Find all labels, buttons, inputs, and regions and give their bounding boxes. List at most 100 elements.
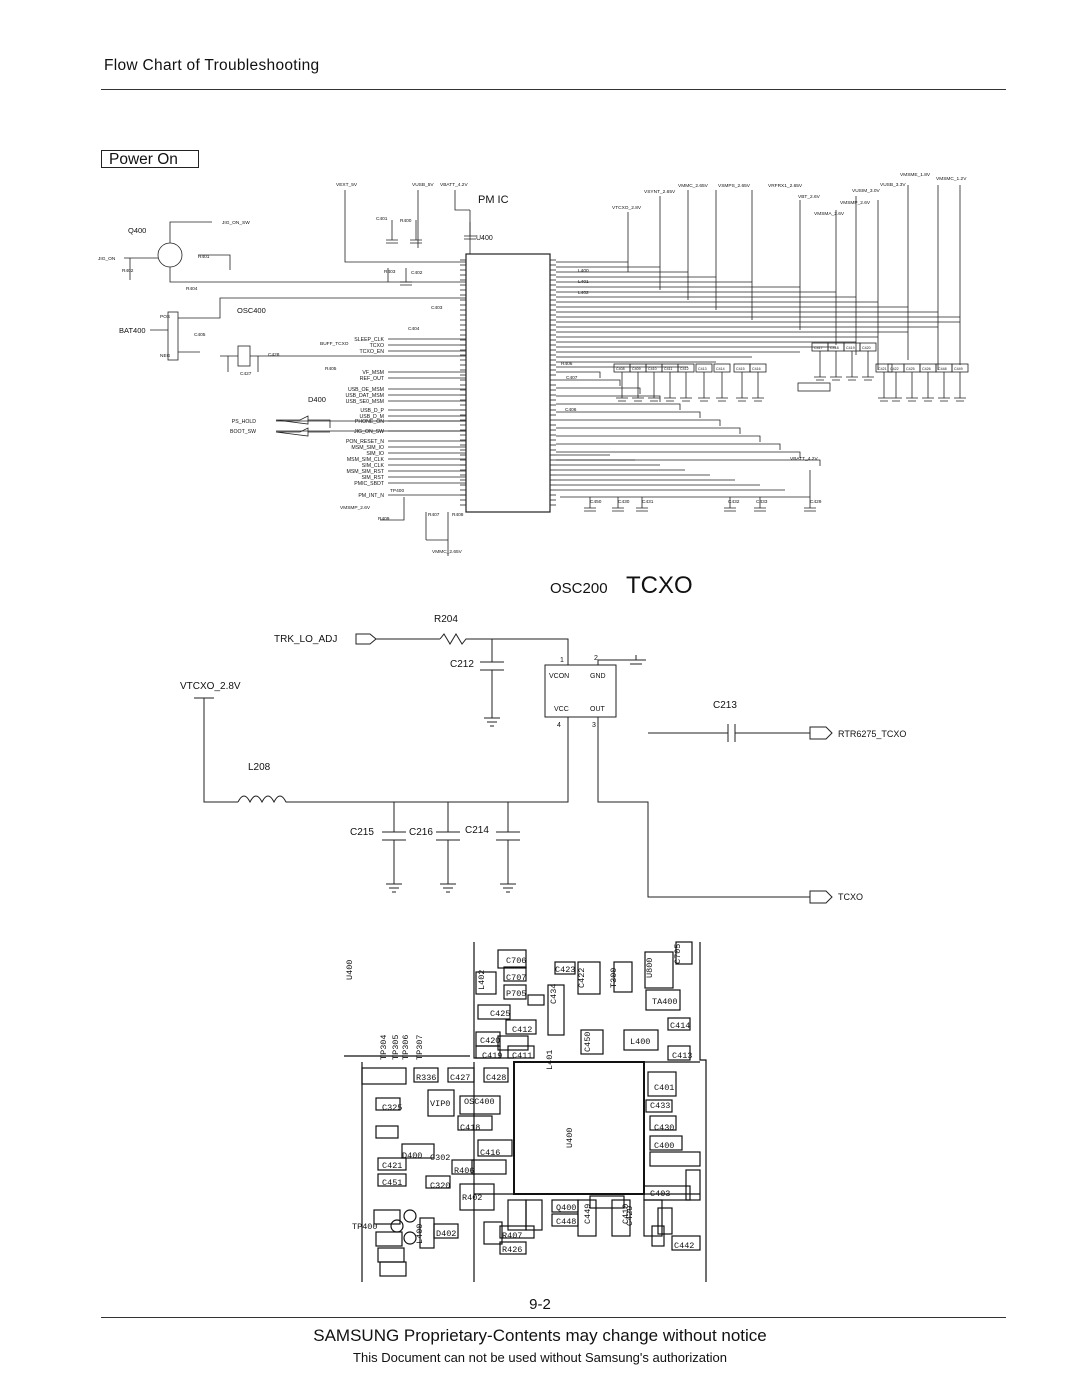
pmic-signal-label: VF_MSM <box>362 370 384 376</box>
pin-vcon: VCON <box>549 673 569 680</box>
tcxo-labels: OSC200 TCXO R204 TRK_LO_ADJ C212 VTCXO_2… <box>180 572 906 902</box>
pmic-part-label: JIG_ON_SW <box>222 220 250 226</box>
pcb-label: C434 <box>549 984 559 1004</box>
pmic-part-label: R402 <box>122 268 134 274</box>
pcb-label: TP306 <box>401 1034 411 1060</box>
tcxo-schematic <box>194 633 833 904</box>
pmic-part-label: C406 <box>565 407 577 413</box>
pmic-cap-label: C410 <box>648 367 657 371</box>
pmic-part-label: L400 <box>578 268 589 274</box>
c212-capacitor <box>480 639 504 727</box>
pcb-label: L400 <box>415 1224 425 1244</box>
tcxo-title: TCXO <box>626 572 693 599</box>
pmic-cap-label: C430 <box>618 499 630 505</box>
pcb-label: R336 <box>416 1073 436 1083</box>
pcb-label: C425 <box>490 1009 510 1019</box>
r204-label: R204 <box>434 614 458 625</box>
pin-gnd: GND <box>590 673 606 680</box>
pmic-part-label: R407 <box>428 512 440 518</box>
pmic-part-label: C407 <box>566 375 578 381</box>
pmic-cap-label: C408 <box>616 367 625 371</box>
pcb-label: D400 <box>402 1151 422 1161</box>
pmic-signal-label: MSM_SIM_CLK <box>347 457 385 463</box>
pcb-label: R407 <box>502 1231 522 1241</box>
pmic-part-label: BUFF_TCXO <box>320 341 349 347</box>
pmic-part-label: R400 <box>400 218 412 224</box>
page-number: 9-2 <box>529 1296 551 1313</box>
pcb-label: C418 <box>460 1123 480 1133</box>
pcb-label: T300 <box>609 968 619 988</box>
c214-capacitor <box>496 802 520 893</box>
pmic-rail-label: VUSIM_3.0V <box>852 188 881 194</box>
pcb-label: R426 <box>502 1245 522 1255</box>
pmic-signal-label: PHONE_ON <box>355 419 384 425</box>
l208-label: L208 <box>248 762 271 773</box>
osc200-gnd <box>597 655 646 665</box>
pmic-rail-label: VMMC_2.65V <box>678 183 709 189</box>
pcb-label: C448 <box>556 1217 576 1227</box>
pcb-label: C422 <box>577 968 587 988</box>
pcb-label: C420 <box>480 1036 500 1046</box>
pmic-title: PM IC <box>478 194 509 206</box>
pmic-part-label: Q400 <box>128 226 146 235</box>
pcb-label: P705 <box>506 989 526 999</box>
c213-capacitor <box>648 724 810 742</box>
pmic-cap-label: C433 <box>756 499 768 505</box>
pmic-rail-label: VRFRX1_2.65V <box>768 183 803 189</box>
pmic-cap-label: C419 <box>846 346 855 350</box>
vtcxo-label: VTCXO_2.8V <box>180 681 241 692</box>
pmic-cap-label: C426 <box>922 367 931 371</box>
pmic-part-label: D400 <box>308 395 326 404</box>
footer-authorization: This Document can not be used without Sa… <box>353 1350 727 1365</box>
r204-resistor <box>439 633 569 665</box>
pcb-label: C450 <box>583 1032 593 1052</box>
pmic-cap-label: C420 <box>862 346 871 350</box>
pmic-signal-label: PON_RESET_N <box>346 439 384 445</box>
pcb-label: C412 <box>512 1025 532 1035</box>
tcxo-out-wire <box>597 717 810 898</box>
pmic-rail-label: VUSB_5V <box>412 182 434 188</box>
trk-lo-adj-label: TRK_LO_ADJ <box>274 634 337 645</box>
pmic-signal-label: BOOT_SW <box>230 429 256 435</box>
pcb-label: C423 <box>555 965 575 975</box>
pmic-cap-label: C422 <box>890 367 899 371</box>
pin-2: 2 <box>594 655 598 662</box>
pmic-signal-label: USB_DAT_MSM <box>345 393 384 399</box>
pcb-label: L402 <box>477 970 487 990</box>
pmic-rail-label: VSYNT_2.65V <box>644 189 676 195</box>
pmic-signal-label: MSM_SIM_IO <box>351 445 384 451</box>
pcb-label: TP307 <box>415 1034 425 1060</box>
pcb-label: U400 <box>565 1128 575 1148</box>
pmic-signal-label: MSM_SIM_RST <box>347 469 385 475</box>
pmic-cap-label: C421 <box>878 367 887 371</box>
pcb-label: R406 <box>454 1166 474 1176</box>
pcb-label: C401 <box>654 1083 674 1093</box>
pmic-cap-label: C415 <box>736 367 745 371</box>
pmic-cap-label: C411 <box>664 367 672 371</box>
pmic-cap-label: C431 <box>642 499 654 505</box>
pin-3: 3 <box>592 722 596 729</box>
pcb-label: C433 <box>650 1101 670 1111</box>
pmic-rail-label: VMSMP_2.6V <box>840 200 871 206</box>
pmic-part-label: NEG <box>160 353 171 359</box>
pcb-label: TP305 <box>391 1034 401 1060</box>
pmic-signal-label: USB_D_M <box>359 414 384 420</box>
pcb-label: C403 <box>650 1189 670 1199</box>
pin-4: 4 <box>557 722 561 729</box>
pcb-label: U800 <box>645 958 655 978</box>
c212-label: C212 <box>450 659 474 670</box>
pmic-part-label: POS <box>160 314 170 320</box>
pmic-signal-label: SLEEP_CLK <box>354 337 384 343</box>
pmic-cap-label: C414 <box>716 367 725 371</box>
pcb-label: L400 <box>630 1037 650 1047</box>
pmic-cap-label: C416 <box>752 367 761 371</box>
rtr6275-tcxo-port <box>809 726 833 740</box>
pcb-label: C705 <box>673 944 683 964</box>
pcb-label: TA400 <box>652 997 678 1007</box>
pmic-rail-label: VMSME_1.8V <box>900 172 931 178</box>
pmic-cap-label: C429 <box>810 499 822 505</box>
c215-capacitor <box>382 802 406 893</box>
pcb-u400-chip <box>513 1061 645 1195</box>
page-header-title: Flow Chart of Troubleshooting <box>104 57 320 74</box>
pmic-part-label: R401 <box>198 254 210 260</box>
